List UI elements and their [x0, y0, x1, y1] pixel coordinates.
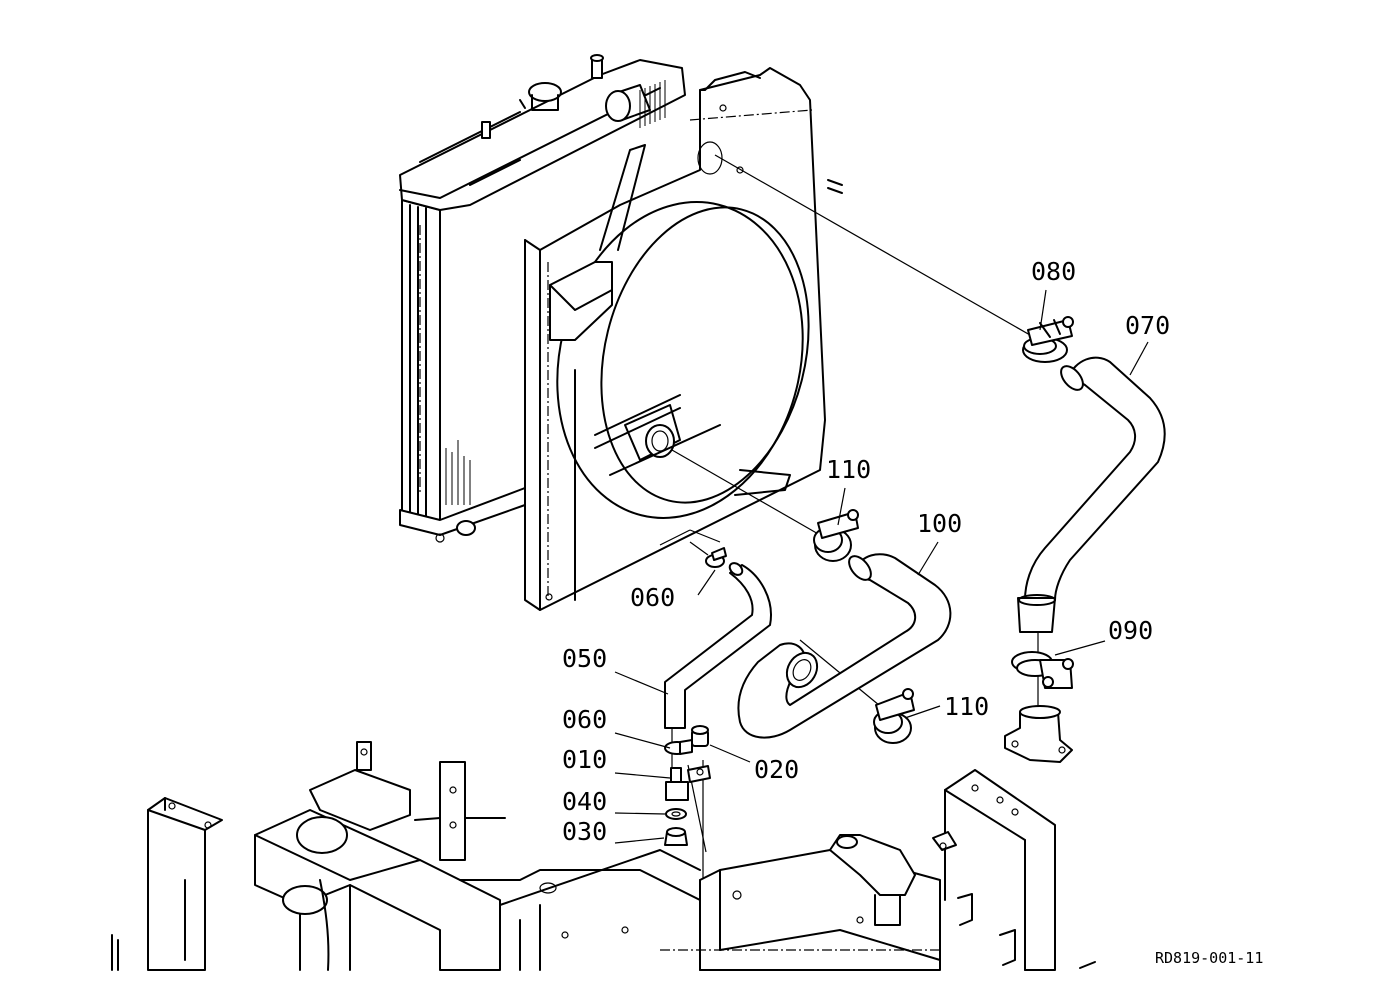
hose-clamp-080	[1022, 316, 1074, 363]
part-label-090: 090	[1108, 616, 1153, 645]
hose-clamp-090	[1011, 651, 1074, 689]
part-label-070: 070	[1125, 311, 1170, 340]
hose-clamp-110-upper	[813, 509, 859, 562]
part-label-030: 030	[562, 817, 607, 846]
tractor-frame	[111, 741, 1096, 971]
drawing-reference-code: RD819-001-11	[1155, 949, 1263, 967]
part-label-050: 050	[562, 644, 607, 673]
part-labels: 010 020 030 040 050 060 060 070 080 090 …	[562, 257, 1170, 846]
radiator-core	[399, 54, 686, 543]
drain-hose	[664, 562, 772, 729]
lower-radiator-hose	[737, 553, 952, 739]
part-label-110-bottom: 110	[944, 692, 989, 721]
nut	[664, 827, 688, 846]
part-label-080: 080	[1031, 257, 1076, 286]
part-label-020: 020	[754, 755, 799, 784]
part-label-110-top: 110	[826, 455, 871, 484]
callout-leaders	[614, 289, 1149, 844]
hose-clamp-060-bottom	[664, 739, 693, 755]
part-label-040: 040	[562, 787, 607, 816]
part-label-010: 010	[562, 745, 607, 774]
hose-clamp-110-lower	[873, 688, 915, 744]
drain-cock	[665, 765, 711, 801]
water-flange-fitting	[1004, 705, 1073, 763]
washer	[665, 808, 687, 820]
upper-radiator-hose	[1017, 356, 1166, 633]
hose-clamp-060-top	[705, 547, 727, 568]
part-label-100: 100	[917, 509, 962, 538]
part-label-060-bottom: 060	[562, 705, 607, 734]
drain-plug	[691, 725, 709, 747]
part-label-060-top: 060	[630, 583, 675, 612]
fan-shroud	[524, 67, 843, 611]
